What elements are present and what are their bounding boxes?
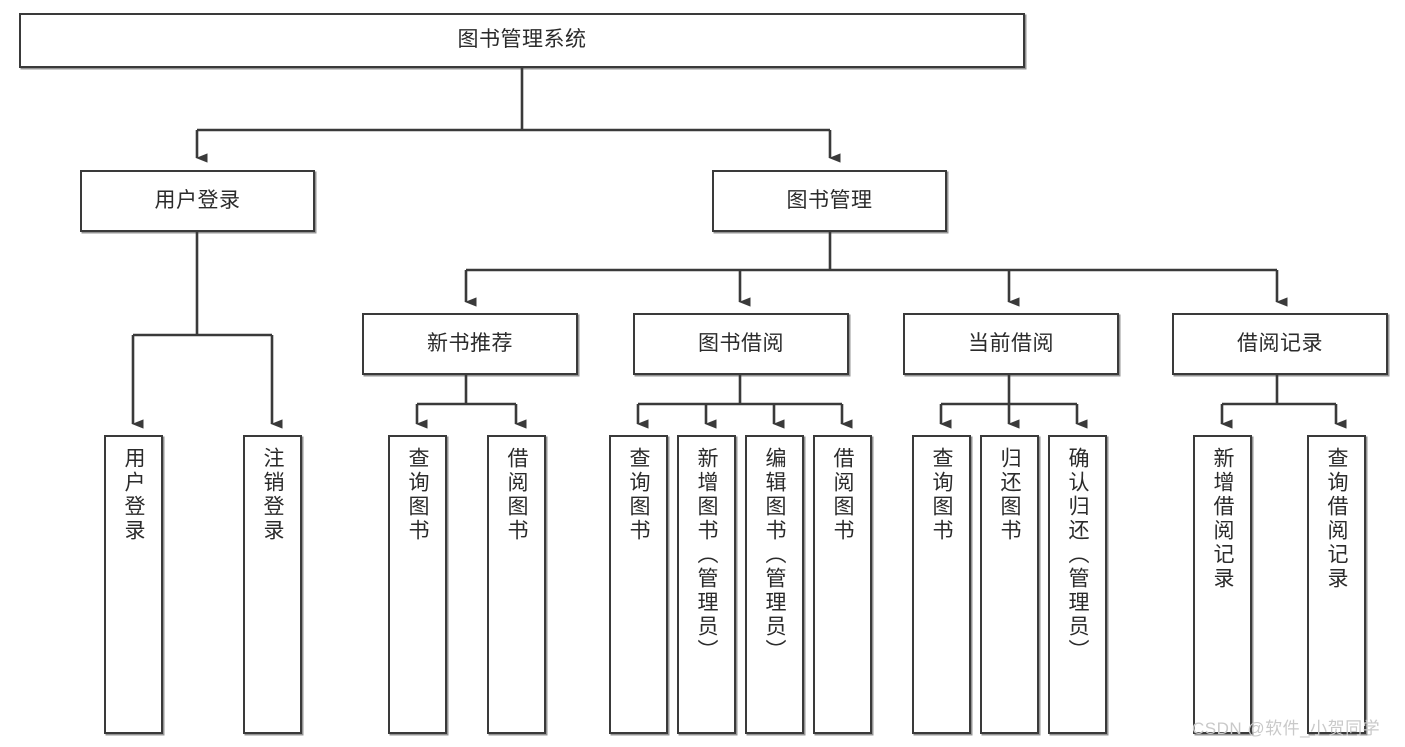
node-leaf-edit-book-label: 编辑图书（管理员） [763,447,786,663]
node-leaf-add-book-label: 新增图书（管理员） [695,447,718,663]
node-leaf-borrow-book-1[interactable]: 借阅图书 [487,435,546,734]
node-borrow-record-label: 借阅记录 [1237,331,1323,355]
node-leaf-query-book-2[interactable]: 查询图书 [609,435,668,734]
node-book-manage-label: 图书管理 [786,188,873,212]
node-leaf-return-book[interactable]: 归还图书 [980,435,1039,734]
node-leaf-user-login[interactable]: 用户登录 [104,435,163,734]
node-leaf-query-book-2-label: 查询图书 [627,447,650,543]
node-leaf-borrow-book-2-label: 借阅图书 [831,447,854,543]
node-book-borrow-label: 图书借阅 [698,331,784,355]
node-new-book-rec[interactable]: 新书推荐 [362,313,578,375]
node-current-borrow-label: 当前借阅 [968,331,1054,355]
node-leaf-query-record[interactable]: 查询借阅记录 [1307,435,1366,734]
node-book-borrow[interactable]: 图书借阅 [633,313,849,375]
node-leaf-borrow-book-1-label: 借阅图书 [505,447,528,543]
node-leaf-confirm-return-label: 确认归还（管理员） [1066,447,1089,663]
node-leaf-query-record-label: 查询借阅记录 [1325,447,1348,591]
node-user-login[interactable]: 用户登录 [80,170,315,232]
node-root-label: 图书管理系统 [457,28,587,52]
node-leaf-query-book-3-label: 查询图书 [930,447,953,543]
csdn-watermark: CSDN @软件_小贺同学 [1192,719,1381,738]
node-root[interactable]: 图书管理系统 [19,13,1025,68]
node-leaf-borrow-book-2[interactable]: 借阅图书 [813,435,872,734]
node-leaf-return-book-label: 归还图书 [998,447,1021,543]
node-book-manage[interactable]: 图书管理 [712,170,947,232]
node-borrow-record[interactable]: 借阅记录 [1172,313,1388,375]
node-leaf-query-book-1-label: 查询图书 [406,447,429,543]
node-new-book-rec-label: 新书推荐 [427,331,513,355]
node-leaf-add-record[interactable]: 新增借阅记录 [1193,435,1252,734]
node-leaf-edit-book[interactable]: 编辑图书（管理员） [745,435,804,734]
node-leaf-query-book-3[interactable]: 查询图书 [912,435,971,734]
node-leaf-logout-label: 注销登录 [261,447,284,543]
node-current-borrow[interactable]: 当前借阅 [903,313,1119,375]
node-leaf-confirm-return[interactable]: 确认归还（管理员） [1048,435,1107,734]
node-leaf-add-record-label: 新增借阅记录 [1211,447,1234,591]
node-leaf-user-login-label: 用户登录 [122,447,145,543]
node-user-login-label: 用户登录 [154,188,241,212]
node-leaf-query-book-1[interactable]: 查询图书 [388,435,447,734]
node-leaf-add-book[interactable]: 新增图书（管理员） [677,435,736,734]
node-leaf-logout[interactable]: 注销登录 [243,435,302,734]
